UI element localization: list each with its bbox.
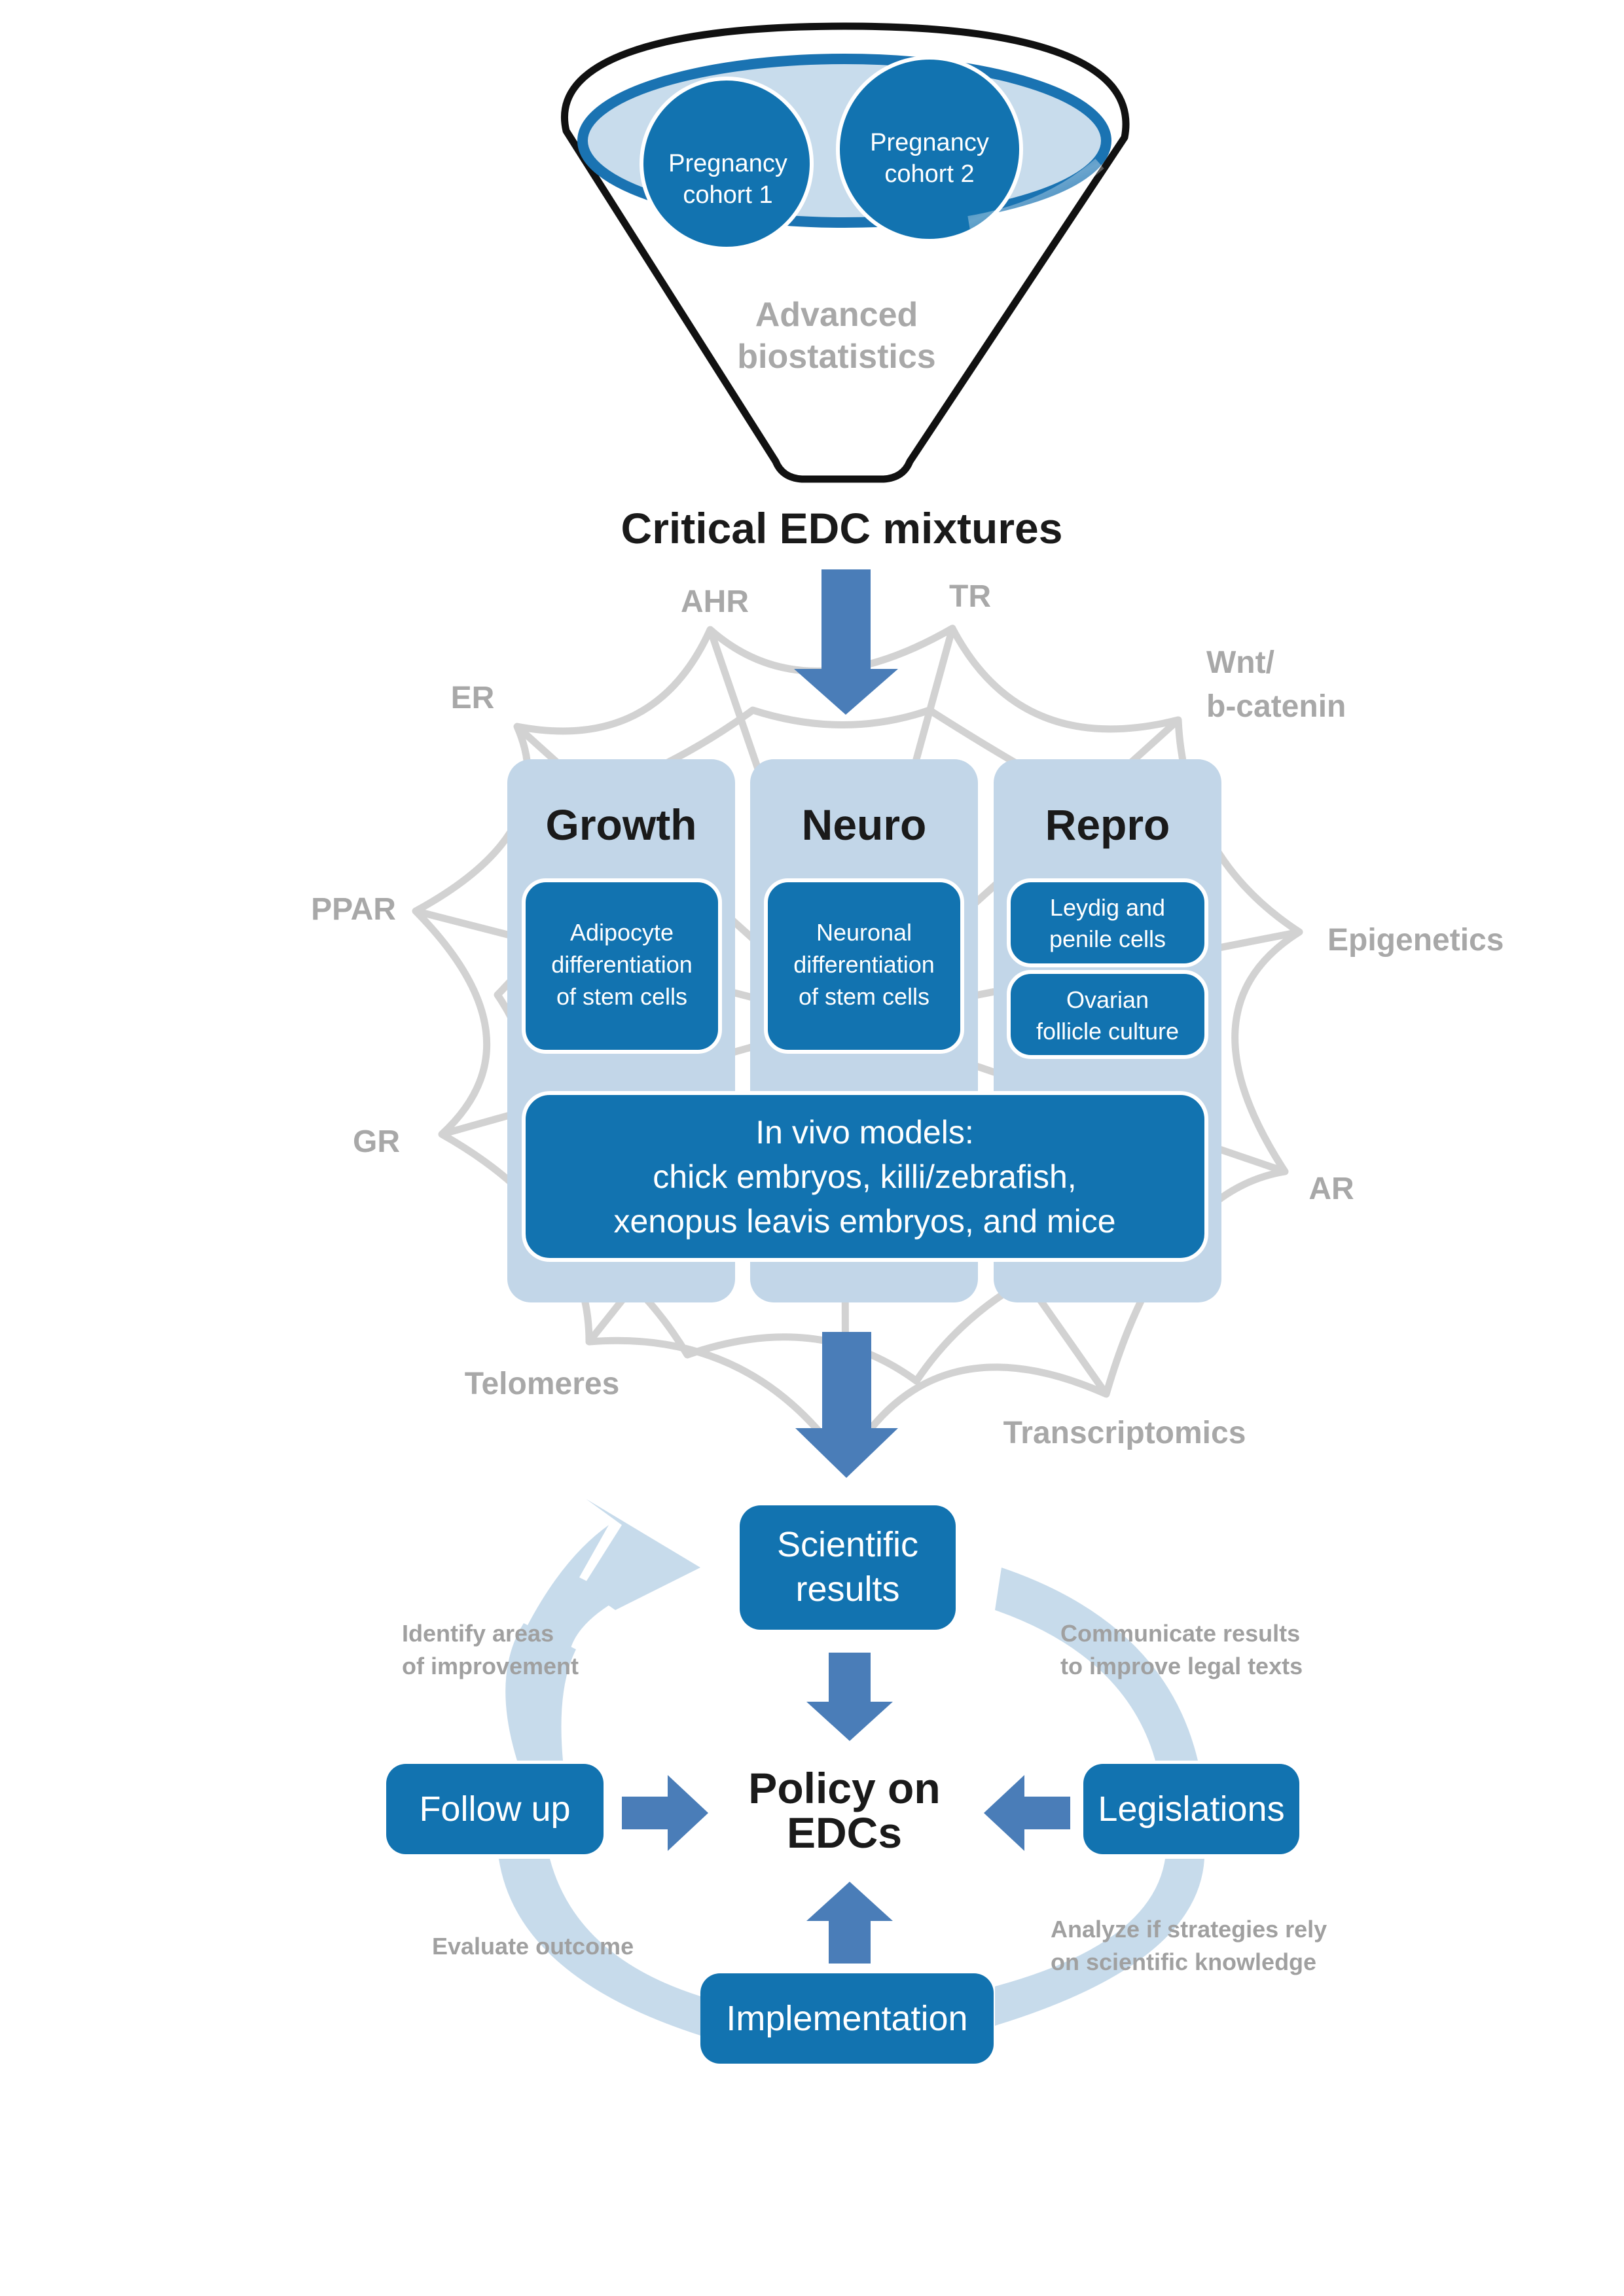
note-identify-line2: of improvement <box>402 1653 579 1679</box>
note-analyze-line2: on scientific knowledge <box>1051 1948 1316 1975</box>
cohort-2-label-line2: cohort 2 <box>884 160 974 188</box>
funnel: Pregnancy cohort 1 Pregnancy cohort 2 Ad… <box>561 22 1130 483</box>
label-ppar: PPAR <box>311 892 396 927</box>
policy-cycle: Policy on EDCs Scientific results Follow… <box>386 1499 1327 2064</box>
leydig-line2: penile cells <box>1049 925 1166 952</box>
follow-up-node <box>386 1764 604 1854</box>
label-wnt-line1: Wnt/ <box>1206 645 1274 680</box>
note-evaluate: Evaluate outcome <box>432 1933 634 1960</box>
cycle-arrowhead-upleft <box>583 1499 700 1610</box>
follow-up-label: Follow up <box>419 1789 570 1829</box>
note-communicate-line2: to improve legal texts <box>1060 1653 1303 1679</box>
neuronal-line1: Neuronal <box>816 919 912 946</box>
cohort-1-circle <box>640 77 814 251</box>
adipocyte-line2: differentiation <box>551 951 693 978</box>
cohort-1-label-line2: cohort 1 <box>683 181 772 209</box>
adipocyte-line1: Adipocyte <box>570 919 674 946</box>
legislations-node <box>1083 1764 1299 1854</box>
arrow-from-followup <box>622 1775 708 1851</box>
cycle-arc-right-top <box>995 1568 1198 1761</box>
cohort-1-label-line1: Pregnancy <box>668 150 787 177</box>
label-telomeres: Telomeres <box>465 1367 620 1401</box>
funnel-label-line2: biostatistics <box>737 338 935 376</box>
label-ar: AR <box>1308 1172 1354 1206</box>
arrow-from-implementation <box>806 1882 893 1964</box>
cycle-arc-left-bottom <box>499 1859 700 2036</box>
down-arrow-2 <box>795 1332 898 1478</box>
cohort-2-circle <box>836 56 1023 243</box>
scientific-line1: Scientific <box>777 1525 918 1564</box>
arrow-to-panels <box>794 569 898 715</box>
in-vivo-line3: xenopus leavis embryos, and mice <box>613 1203 1115 1240</box>
leydig-line1: Leydig and <box>1050 894 1165 921</box>
adipocyte-box <box>522 878 722 1054</box>
policy-center-line1: Policy on <box>748 1764 940 1812</box>
panel-repro-title: Repro <box>1045 800 1170 849</box>
in-vivo-line2: chick embryos, killi/zebrafish, <box>653 1158 1076 1195</box>
panel-growth-title: Growth <box>546 800 697 849</box>
panel-neuro-title: Neuro <box>802 800 927 849</box>
label-transcriptomics: Transcriptomics <box>1003 1416 1246 1450</box>
down-arrow-1 <box>794 569 898 715</box>
funnel-label-line1: Advanced <box>755 296 918 334</box>
neuronal-box <box>764 878 964 1054</box>
in-vivo-box <box>522 1091 1208 1262</box>
note-identify-line1: Identify areas <box>402 1620 554 1647</box>
policy-center-line2: EDCs <box>787 1808 902 1857</box>
neuronal-line2: differentiation <box>793 951 935 978</box>
scientific-line2: results <box>795 1570 899 1609</box>
label-er: ER <box>451 681 495 715</box>
neuronal-line3: of stem cells <box>799 983 929 1010</box>
implementation-node <box>700 1973 994 2064</box>
web-labels: AHR TR ER Wnt/ b-catenin PPAR Epigenetic… <box>311 579 1504 1450</box>
in-vivo-line1: In vivo models: <box>755 1114 973 1151</box>
cycle-arc-right-bottom <box>995 1859 1204 2026</box>
label-wnt-line2: b-catenin <box>1206 689 1346 724</box>
arrow-from-scientific <box>806 1653 893 1741</box>
legislations-label: Legislations <box>1098 1789 1284 1829</box>
label-ahr: AHR <box>681 584 749 619</box>
label-gr: GR <box>353 1124 400 1159</box>
ovarian-line2: follicle culture <box>1036 1018 1179 1045</box>
scientific-results-node <box>740 1505 956 1630</box>
label-epigenetics: Epigenetics <box>1327 923 1504 958</box>
adipocyte-line3: of stem cells <box>556 983 687 1010</box>
cohort-2-label-line1: Pregnancy <box>870 129 989 156</box>
rim-gloss <box>967 158 1104 229</box>
label-tr: TR <box>949 579 991 614</box>
critical-mixtures-title: Critical EDC mixtures <box>621 504 1063 552</box>
note-analyze-line1: Analyze if strategies rely <box>1051 1916 1327 1943</box>
ovarian-line1: Ovarian <box>1066 986 1149 1013</box>
note-communicate-line1: Communicate results <box>1060 1620 1300 1647</box>
implementation-label: Implementation <box>726 1999 967 2038</box>
leydig-box <box>1007 878 1208 967</box>
cycle-arc-upleft <box>527 1525 621 1653</box>
cycle-arc-left-top <box>505 1623 576 1761</box>
ovarian-box <box>1007 970 1208 1059</box>
arrow-from-legislations <box>984 1775 1070 1851</box>
model-panels: Growth Neuro Repro Adipocyte differentia… <box>507 759 1221 1302</box>
